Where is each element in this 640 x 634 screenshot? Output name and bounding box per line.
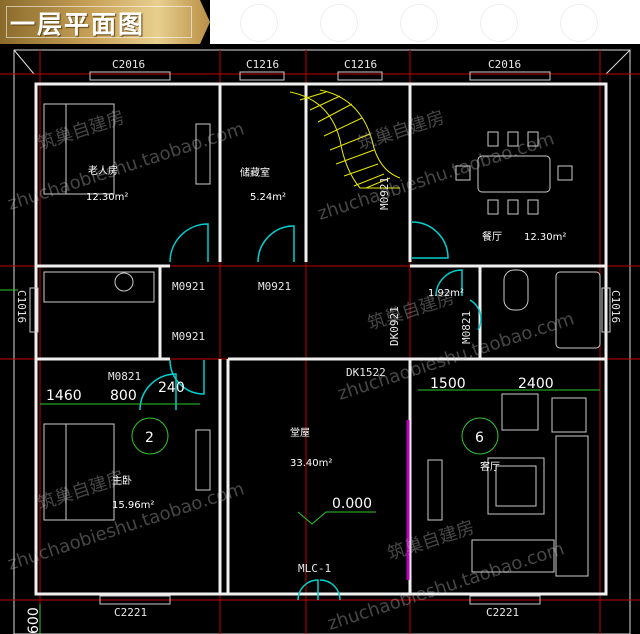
door-label: M0921 <box>378 177 391 210</box>
room-name: 老人房 <box>88 164 118 177</box>
title-banner: 一层平面图 <box>0 0 210 44</box>
room-area: 12.30m² <box>524 232 566 243</box>
watermark: zhuchaobieshu.taobao.com <box>325 538 567 634</box>
door-label: M0921 <box>258 280 291 293</box>
header-background <box>210 0 640 44</box>
door-label: M0921 <box>172 330 205 343</box>
door-label: DK0921 <box>388 306 401 346</box>
windows <box>29 71 611 605</box>
furniture <box>43 103 601 577</box>
axis-number: 2 <box>145 430 154 446</box>
door-label: DK1522 <box>346 366 386 379</box>
watermark: 筑巢自建房 <box>385 517 477 565</box>
window-label: C1016 <box>609 290 622 323</box>
room-name: 堂屋 <box>290 427 310 439</box>
room-area: 12.30m² <box>86 192 128 203</box>
window-label: C1216 <box>246 58 279 71</box>
room-area: 1.92m² <box>428 288 464 299</box>
dimension-label: 800 <box>110 388 137 404</box>
dimension-label: 2400 <box>518 376 554 392</box>
window-label: C2221 <box>114 606 147 619</box>
room-name: 客厅 <box>480 460 500 473</box>
window-label: C2016 <box>488 58 521 71</box>
axis-marker <box>461 417 499 455</box>
room-name: 餐厅 <box>482 230 502 243</box>
watermark: 筑巢自建房 <box>365 287 457 335</box>
room-name: 主卧 <box>112 474 132 487</box>
door-label: MLC-1 <box>298 562 331 575</box>
dimension-label: 1460 <box>46 388 82 404</box>
watermark: 筑巢自建房 <box>35 107 127 155</box>
room-area: 33.40m² <box>290 458 332 469</box>
page-title: 一层平面图 <box>10 10 146 39</box>
door-label: M0921 <box>172 280 205 293</box>
axis-marker <box>131 417 169 455</box>
door-swings <box>139 221 482 601</box>
walls <box>34 82 608 596</box>
door-label: M0821 <box>460 311 473 344</box>
corner-line <box>13 49 35 75</box>
room-area: 5.24m² <box>250 192 286 203</box>
room-name: 储藏室 <box>240 166 270 179</box>
corner-line <box>605 49 631 75</box>
dimension-label: 1500 <box>430 376 466 392</box>
dimension-label: 600 <box>26 607 42 634</box>
plan-border <box>13 49 631 634</box>
staircase <box>289 89 401 189</box>
window-label: C1016 <box>15 290 28 323</box>
window-label: C2221 <box>486 606 519 619</box>
dimension-label: 240 <box>158 380 185 396</box>
watermark: zhuchaobieshu.taobao.com <box>315 128 557 224</box>
dimension-lines <box>0 289 600 634</box>
door-label: M0821 <box>108 370 141 383</box>
room-area: 15.96m² <box>112 500 154 511</box>
elevation-mark <box>297 511 376 525</box>
axis-number: 6 <box>475 430 484 446</box>
window-label: C2016 <box>112 58 145 71</box>
elevation-label: 0.000 <box>332 496 372 512</box>
watermark: 筑巢自建房 <box>355 107 447 155</box>
window-label: C1216 <box>344 58 377 71</box>
